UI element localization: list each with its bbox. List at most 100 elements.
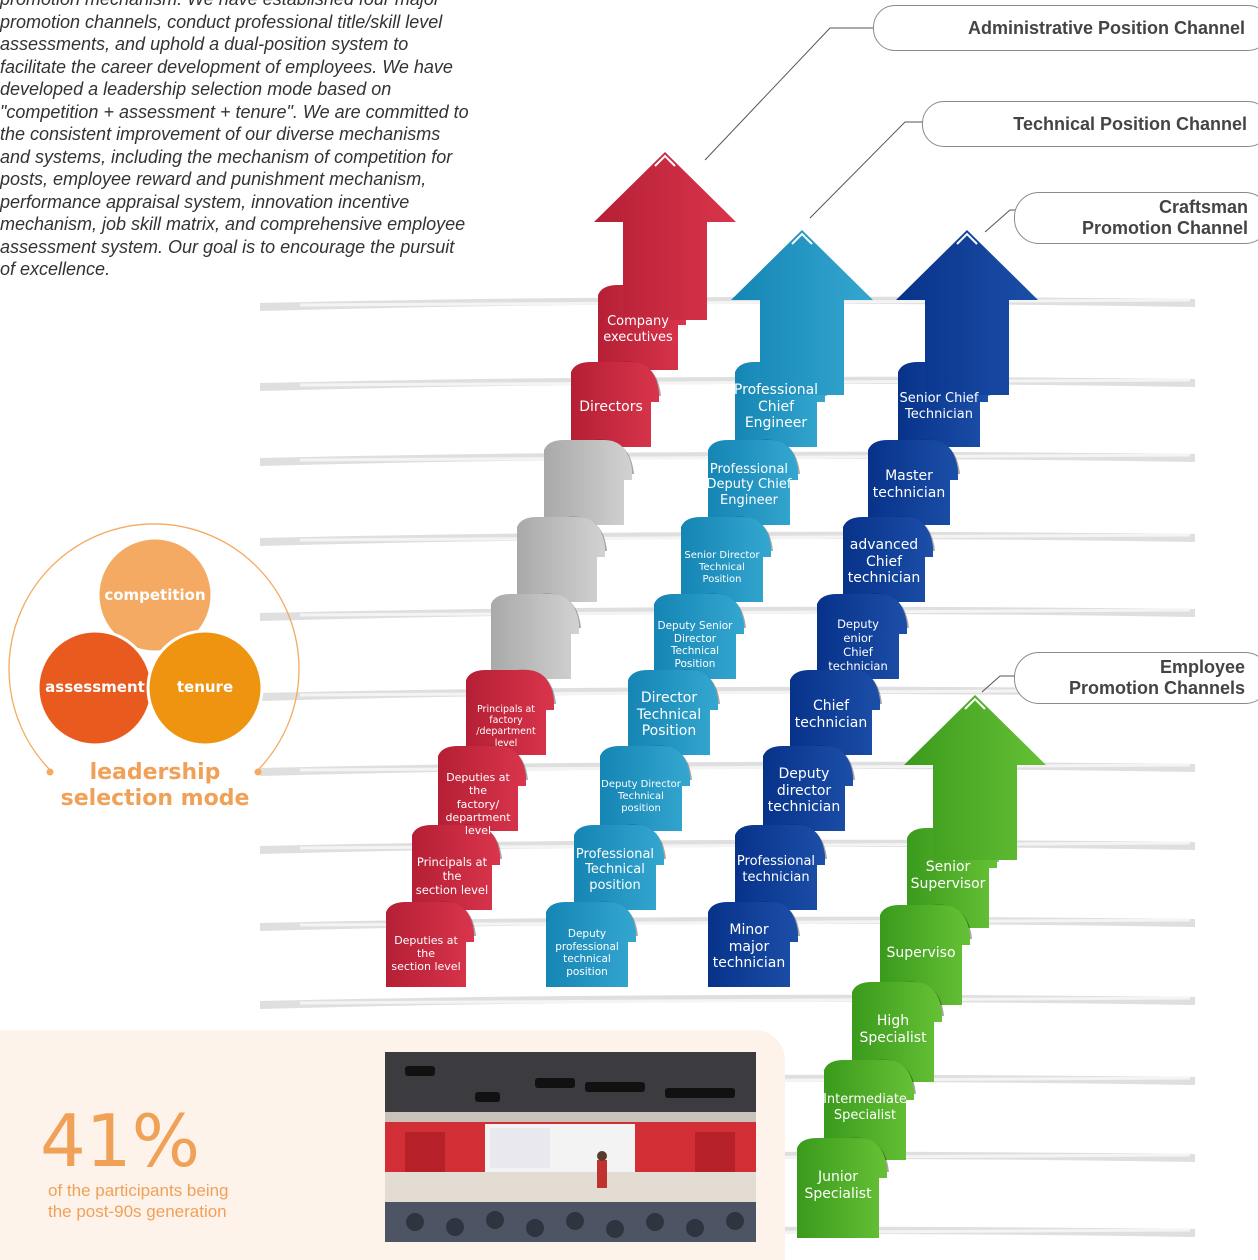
red-label-8: Deputies at the section level bbox=[391, 933, 461, 974]
stair-highlight bbox=[299, 298, 1191, 307]
lightblue-label-5: Deputy Director Technical position bbox=[601, 779, 681, 814]
venn-outer-arc bbox=[8, 523, 300, 771]
gray-step-2 bbox=[544, 439, 634, 525]
darkblue-label-0: Senior Chief Technician bbox=[899, 391, 979, 422]
darkblue-label-4: Chief technician bbox=[794, 698, 868, 731]
venn-label-competition: competition bbox=[104, 586, 206, 604]
green-label-0: Senior Supervisor bbox=[910, 859, 986, 892]
ribbon-body bbox=[708, 440, 798, 525]
leader-technical bbox=[809, 121, 924, 219]
darkblue-step-2 bbox=[843, 516, 935, 602]
arrow-technical-highlight bbox=[791, 232, 813, 245]
gray-step-3 bbox=[517, 516, 607, 602]
lightblue-label-6: Professional Technical position bbox=[575, 846, 655, 893]
darkblue-label-6: Professional technician bbox=[736, 854, 816, 885]
red-label-6: Deputies at the factory/ department leve… bbox=[445, 771, 511, 837]
gray-step-4 bbox=[491, 593, 581, 679]
venn-arc-dot-right bbox=[254, 768, 262, 776]
ribbon-body bbox=[681, 517, 771, 602]
ribbon-body bbox=[466, 670, 554, 755]
channel-arrows bbox=[594, 152, 1046, 860]
green-label-2: High Specialist bbox=[859, 1013, 927, 1046]
ribbon-body bbox=[438, 746, 526, 831]
leader-administrative bbox=[704, 27, 875, 161]
lightblue-step-2 bbox=[681, 516, 773, 602]
ribbon-body bbox=[763, 746, 853, 831]
lightblue-label-1: Professional Deputy Chief Engineer bbox=[706, 461, 792, 508]
lightblue-label-7: Deputy professional technical position bbox=[555, 928, 619, 978]
green-step-1 bbox=[880, 904, 972, 1005]
ribbon-body bbox=[491, 594, 579, 679]
venn-arc-dot-left bbox=[46, 768, 54, 776]
channel-tab-administrative bbox=[873, 5, 1258, 51]
ribbon-body bbox=[843, 517, 933, 602]
green-label-1: Superviso bbox=[886, 944, 956, 961]
red-label-0: Company executives bbox=[603, 314, 673, 345]
ribbon-body bbox=[574, 825, 664, 910]
arrow-technical bbox=[731, 230, 873, 395]
ribbon-body bbox=[546, 902, 636, 987]
channel-tab-technical bbox=[922, 101, 1258, 147]
arrow-administrative-highlight bbox=[654, 154, 676, 167]
ribbon-body bbox=[600, 746, 690, 831]
darkblue-label-3: Deputy enior Chief technician bbox=[828, 617, 888, 673]
darkblue-label-1: Master technician bbox=[872, 468, 946, 501]
lightblue-step-4 bbox=[628, 669, 720, 755]
green-label-4: Junior Specialist bbox=[804, 1169, 872, 1202]
venn-circle-competition bbox=[96, 536, 214, 654]
ribbon-body bbox=[386, 902, 474, 987]
channel-label-employee: Employee Promotion Channels bbox=[1068, 657, 1245, 698]
darkblue-step-4 bbox=[790, 669, 882, 755]
ribbon-body bbox=[817, 594, 907, 679]
ribbon-body bbox=[797, 1138, 887, 1238]
channel-tab-craftsman bbox=[1014, 192, 1258, 244]
darkblue-label-5: Deputy director technician bbox=[767, 765, 841, 816]
venn-circle-tenure bbox=[146, 629, 264, 747]
ribbons bbox=[386, 284, 999, 1238]
lightblue-step-3 bbox=[654, 593, 746, 679]
red-step-5 bbox=[466, 669, 556, 755]
ribbon-body bbox=[517, 517, 605, 602]
green-step-4 bbox=[797, 1137, 889, 1238]
lightblue-label-3: Deputy Senior Director Technical Positio… bbox=[657, 620, 733, 670]
lightblue-label-4: Director Technical Position bbox=[636, 689, 702, 740]
green-step-2 bbox=[852, 981, 944, 1082]
ribbon-body bbox=[868, 440, 958, 525]
darkblue-step-1 bbox=[868, 439, 960, 525]
lightblue-label-0: Professional Chief Engineer bbox=[733, 381, 819, 432]
ribbon-body bbox=[654, 594, 744, 679]
darkblue-step-5 bbox=[763, 745, 855, 831]
ribbon-body bbox=[824, 1060, 914, 1160]
darkblue-step-3 bbox=[817, 593, 909, 679]
leadership-caption: leadership selection mode bbox=[60, 760, 250, 811]
red-label-7: Principals at the section level bbox=[415, 855, 489, 897]
leadership-venn bbox=[8, 523, 300, 776]
event-photo bbox=[385, 1052, 756, 1242]
intro-paragraph: promotion mechanism. We have established… bbox=[0, 0, 469, 279]
lightblue-label-2: Senior Director Technical Position bbox=[684, 550, 760, 585]
stat-value: 41% bbox=[40, 1099, 201, 1183]
stair-highlight bbox=[299, 608, 1191, 617]
green-step-3 bbox=[824, 1059, 916, 1160]
darkblue-step-7 bbox=[708, 901, 800, 987]
darkblue-label-7: Minor major technician bbox=[712, 921, 786, 972]
green-label-3: Intermediate Specialist bbox=[823, 1092, 907, 1123]
arrow-craftsman-highlight bbox=[956, 232, 978, 245]
leader-craftsman bbox=[984, 209, 1016, 233]
leader-employee bbox=[981, 675, 1016, 693]
arrow-craftsman bbox=[896, 230, 1038, 395]
ribbon-body bbox=[790, 670, 880, 755]
channel-tab-employee bbox=[1014, 652, 1258, 704]
channel-label-technical: Technical Position Channel bbox=[1013, 114, 1247, 134]
venn-label-assessment: assessment bbox=[45, 678, 145, 696]
ribbon-body bbox=[708, 902, 798, 987]
red-label-1: Directors bbox=[579, 398, 643, 415]
stair-highlight bbox=[299, 996, 1191, 1005]
ribbon-body bbox=[880, 905, 970, 1005]
stat-caption: of the participants being the post-90s g… bbox=[48, 1181, 229, 1221]
ribbon-body bbox=[852, 982, 942, 1082]
ribbon-body bbox=[628, 670, 718, 755]
lightblue-step-5 bbox=[600, 745, 692, 831]
lightblue-step-1 bbox=[708, 439, 800, 525]
